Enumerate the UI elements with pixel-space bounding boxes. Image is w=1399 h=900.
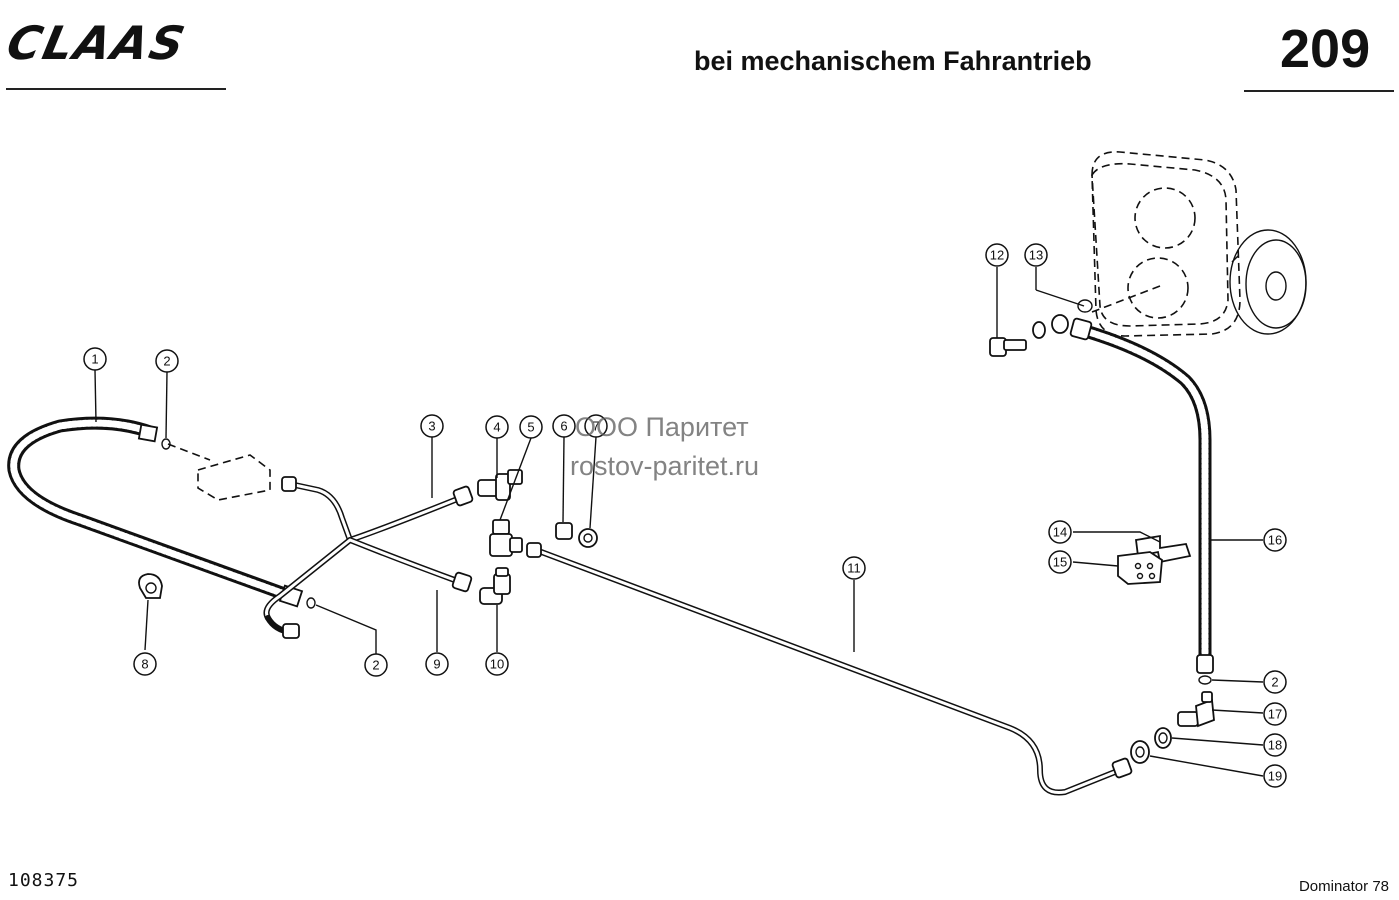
svg-text:8: 8 xyxy=(141,657,148,672)
callout-5: 5 xyxy=(519,415,543,439)
elbow-fitting-17 xyxy=(1177,691,1215,728)
svg-text:10: 10 xyxy=(490,657,504,672)
bolt-12 xyxy=(989,337,1027,357)
svg-text:13: 13 xyxy=(1029,248,1043,263)
svg-text:17: 17 xyxy=(1268,707,1282,722)
valve-block xyxy=(167,443,271,501)
washer-13 xyxy=(1032,299,1093,339)
svg-text:2: 2 xyxy=(163,354,170,369)
callout-2b: 2 xyxy=(364,653,388,677)
clip-15 xyxy=(1117,551,1163,585)
callout-6: 6 xyxy=(552,414,576,438)
gearbox-housing xyxy=(1091,151,1241,337)
callout-8: 8 xyxy=(133,652,157,676)
svg-text:7: 7 xyxy=(592,419,599,434)
callout-11: 11 xyxy=(842,556,866,580)
page-title: bei mechanischem Fahrantrieb xyxy=(694,46,1092,76)
drawing-number: 108375 xyxy=(8,870,80,891)
svg-text:14: 14 xyxy=(1053,525,1067,540)
callout-1: 1 xyxy=(83,347,107,371)
callout-19: 19 xyxy=(1263,764,1287,788)
svg-text:3: 3 xyxy=(428,419,435,434)
header-rule-right xyxy=(1244,90,1394,92)
callout-9: 9 xyxy=(425,652,449,676)
callout-18: 18 xyxy=(1263,733,1287,757)
callout-14: 14 xyxy=(1048,520,1072,544)
svg-text:2: 2 xyxy=(1271,675,1278,690)
washer-18 xyxy=(1154,727,1172,749)
svg-text:6: 6 xyxy=(560,419,567,434)
callout-13: 13 xyxy=(1024,243,1048,267)
callout-10: 10 xyxy=(485,652,509,676)
callout-15: 15 xyxy=(1048,550,1072,574)
callout-2c: 2 xyxy=(1263,670,1287,694)
pipe-3 xyxy=(281,476,474,543)
tee-fitting-4 xyxy=(477,469,523,501)
callout-12: 12 xyxy=(985,243,1009,267)
svg-text:15: 15 xyxy=(1053,555,1067,570)
callout-16: 16 xyxy=(1263,528,1287,552)
pipe-9 xyxy=(263,537,473,639)
header-rule-left xyxy=(6,88,226,90)
svg-text:2: 2 xyxy=(372,658,379,673)
o-ring-2a xyxy=(161,438,171,450)
clamp-8 xyxy=(138,573,163,599)
model-name: Dominator 78 xyxy=(1298,878,1389,895)
callout-4: 4 xyxy=(485,415,509,439)
callout-3: 3 xyxy=(420,414,444,438)
svg-text:12: 12 xyxy=(990,248,1004,263)
leader-lines xyxy=(94,267,1264,777)
o-ring-2c xyxy=(1198,675,1212,685)
callout-7: 7 xyxy=(584,414,608,438)
hose-16 xyxy=(1069,317,1214,674)
svg-text:5: 5 xyxy=(527,420,534,435)
nut-7 xyxy=(578,528,598,548)
svg-text:16: 16 xyxy=(1268,533,1282,548)
tee-fitting-5 xyxy=(489,519,523,557)
o-ring-2b xyxy=(306,597,316,609)
svg-text:19: 19 xyxy=(1268,769,1282,784)
watermark-url: rostov-paritet.ru xyxy=(570,451,760,481)
svg-text:1: 1 xyxy=(91,352,98,367)
callout-2a: 2 xyxy=(155,349,179,373)
pipe-11 xyxy=(526,542,1133,796)
hose-1 xyxy=(7,416,304,608)
svg-text:4: 4 xyxy=(493,420,500,435)
watermark-company: ООО Паритет xyxy=(575,412,749,442)
callout-17: 17 xyxy=(1263,702,1287,726)
elbow-fitting-10 xyxy=(479,567,511,605)
svg-text:18: 18 xyxy=(1268,738,1282,753)
svg-text:11: 11 xyxy=(847,561,861,576)
washer-19 xyxy=(1130,740,1150,764)
page-number: 209 xyxy=(1280,19,1371,79)
svg-text:9: 9 xyxy=(433,657,440,672)
drive-pulley xyxy=(1229,229,1307,335)
nut-6 xyxy=(555,522,573,540)
